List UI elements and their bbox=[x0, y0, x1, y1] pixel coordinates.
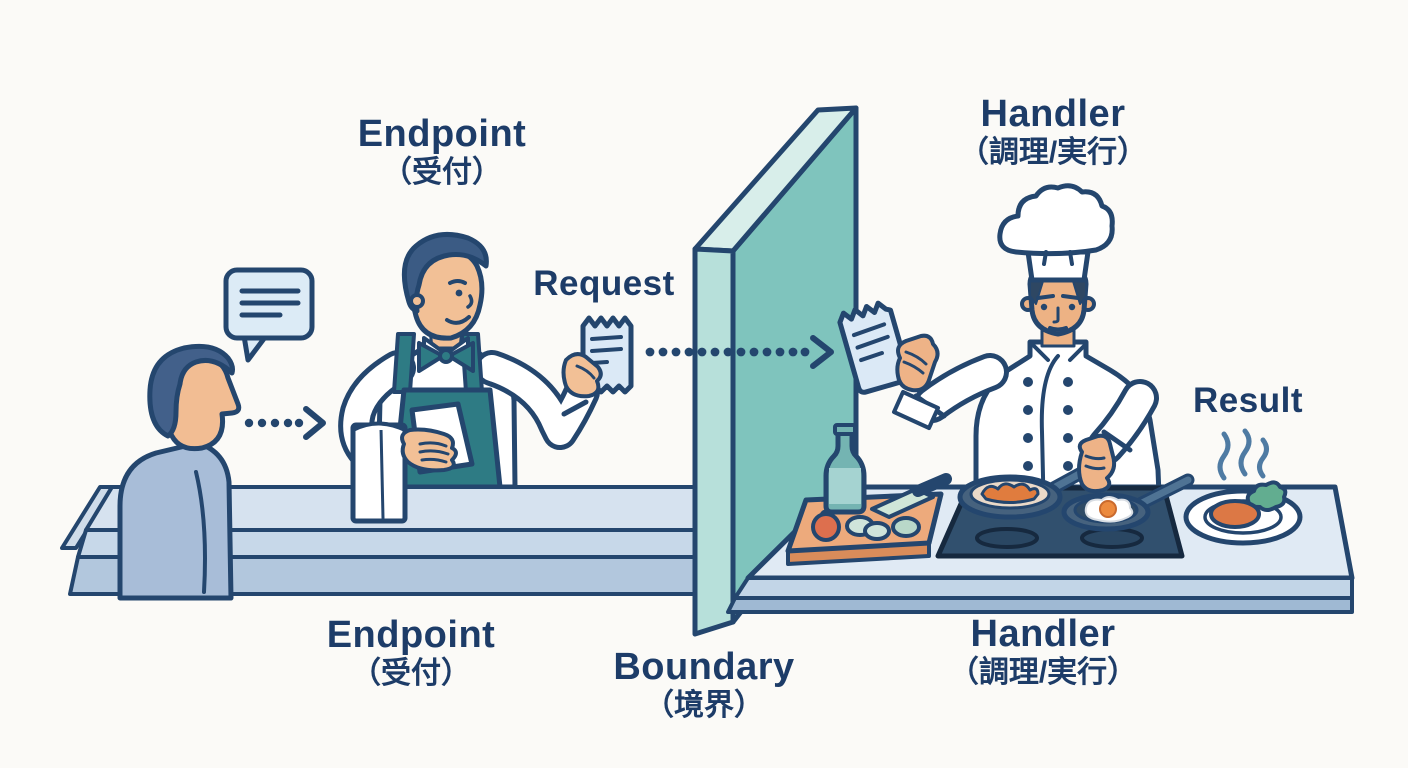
stir-fry-food bbox=[980, 482, 1040, 504]
label-boundary: Boundary （境界） bbox=[554, 645, 854, 724]
label-handler-top: Handler （調理/実行） bbox=[903, 92, 1203, 171]
egg-pan-icon bbox=[1061, 473, 1195, 532]
endpoint-top-en: Endpoint bbox=[357, 113, 527, 155]
jacket-buttons bbox=[1023, 377, 1073, 471]
garnish bbox=[1245, 480, 1288, 512]
label-result: Result bbox=[1148, 381, 1348, 422]
chef-hat bbox=[997, 183, 1115, 257]
burner bbox=[975, 527, 1039, 549]
label-endpoint-top: Endpoint （受付） bbox=[292, 112, 592, 191]
apron-strap bbox=[392, 332, 416, 394]
speech-bubble-icon bbox=[223, 267, 315, 363]
cucumber-slice bbox=[863, 521, 891, 541]
handler-top-en: Handler bbox=[980, 93, 1126, 135]
label-request: Request bbox=[504, 264, 704, 305]
label-handler-bottom: Handler （調理/実行） bbox=[893, 612, 1193, 691]
steam-icon bbox=[1217, 428, 1269, 481]
handler-bottom-en: Handler bbox=[970, 613, 1116, 655]
plated-food bbox=[1209, 499, 1261, 529]
saute-pan-icon bbox=[957, 459, 1101, 520]
arrow-customer-to-endpoint bbox=[244, 406, 326, 440]
waiter-right-hand bbox=[561, 352, 603, 399]
chef-figure bbox=[913, 183, 1163, 523]
knife-handle bbox=[912, 473, 952, 497]
request-en: Request bbox=[533, 264, 675, 303]
handler-top-ja: （調理/実行） bbox=[958, 136, 1148, 170]
boundary-ja: （境界） bbox=[644, 689, 764, 723]
notepad-icon bbox=[400, 401, 475, 475]
result-plate-icon bbox=[1183, 480, 1303, 546]
result-en: Result bbox=[1193, 381, 1303, 420]
chef-cuff bbox=[892, 390, 940, 430]
handled-ticket-icon bbox=[837, 300, 940, 430]
customer-hair bbox=[147, 343, 235, 439]
customer-figure bbox=[117, 343, 242, 601]
waiter-cuff bbox=[561, 399, 589, 417]
chef-left-hand bbox=[895, 333, 940, 393]
bottle-icon bbox=[823, 423, 867, 515]
endpoint-bottom-ja: （受付） bbox=[351, 657, 471, 691]
endpoint-top-ja: （受付） bbox=[382, 156, 502, 190]
chef-hat-band bbox=[1025, 249, 1091, 283]
chef-right-hand bbox=[1077, 433, 1117, 494]
boundary-en: Boundary bbox=[613, 646, 795, 688]
wall-side-face bbox=[692, 246, 736, 637]
arrow-request-through-boundary bbox=[645, 335, 834, 369]
customer-body bbox=[117, 440, 234, 601]
label-endpoint-bottom: Endpoint （受付） bbox=[261, 613, 561, 692]
endpoint-bottom-en: Endpoint bbox=[326, 614, 496, 656]
cucumber-slice bbox=[891, 516, 921, 538]
burner bbox=[1080, 527, 1144, 549]
bow-tie bbox=[417, 341, 445, 373]
handler-bottom-ja: （調理/実行） bbox=[948, 656, 1138, 690]
request-ticket-icon bbox=[561, 315, 634, 399]
towel-icon bbox=[350, 421, 408, 524]
tomato-icon bbox=[811, 512, 841, 542]
